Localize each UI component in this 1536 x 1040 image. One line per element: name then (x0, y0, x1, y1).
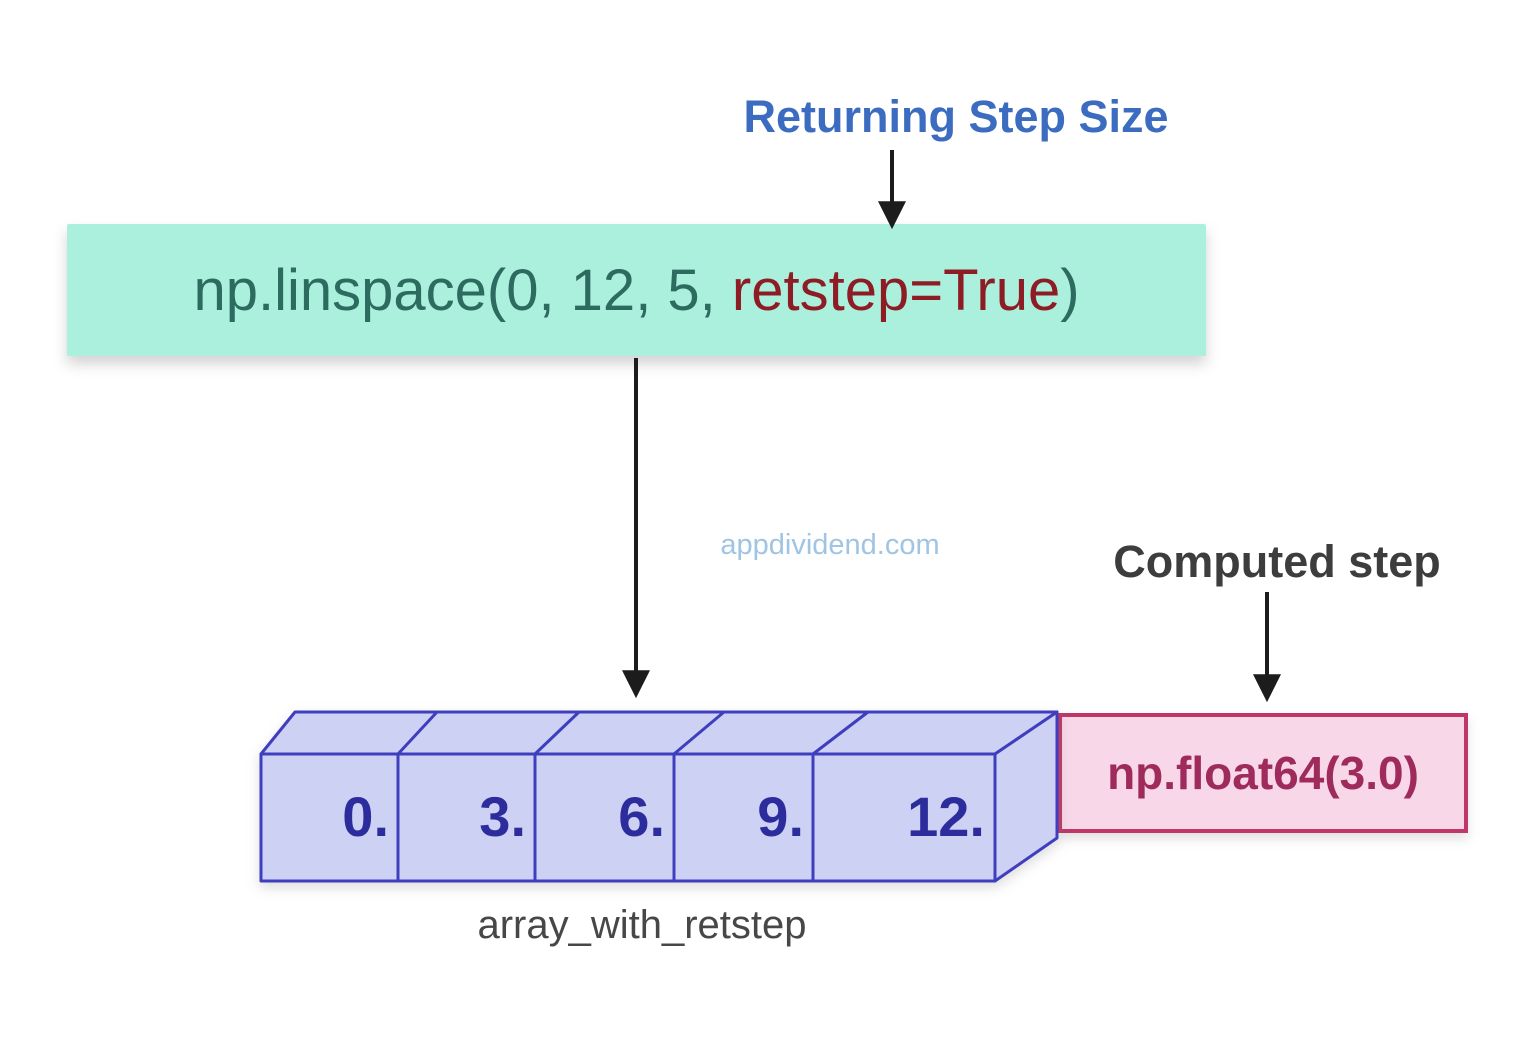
array-top-divider (673, 710, 725, 756)
watermark: appdividend.com (720, 529, 940, 561)
array-3d-box (259, 710, 1059, 883)
code-call-suffix: ) (1060, 257, 1080, 323)
array-top-divider (533, 710, 581, 756)
array-top-divider (812, 710, 869, 756)
array-top-face (259, 710, 1059, 756)
code-retstep-arg: retstep=True (731, 257, 1061, 323)
step-result-text: np.float64(3.0) (1107, 747, 1419, 799)
array-values: 0. 3. 6. 9. 12. (342, 785, 985, 848)
code-call-prefix: np.linspace(0, 12, 5, (193, 257, 732, 323)
step-result-box: np.float64(3.0) (1058, 713, 1468, 833)
code-box: np.linspace(0, 12, 5, retstep=True) (67, 224, 1206, 356)
returning-step-size-label: Returning Step Size (743, 91, 1169, 142)
array-cell-value: 3. (479, 785, 526, 848)
array-name-label: array_with_retstep (477, 903, 807, 947)
array-cell-value: 0. (342, 785, 389, 848)
array-cell-value: 6. (618, 785, 665, 848)
array-top-divider (396, 710, 439, 756)
array-cell-value: 12. (907, 785, 985, 848)
array-cell-value: 9. (757, 785, 804, 848)
computed-step-label: Computed step (1113, 536, 1441, 587)
